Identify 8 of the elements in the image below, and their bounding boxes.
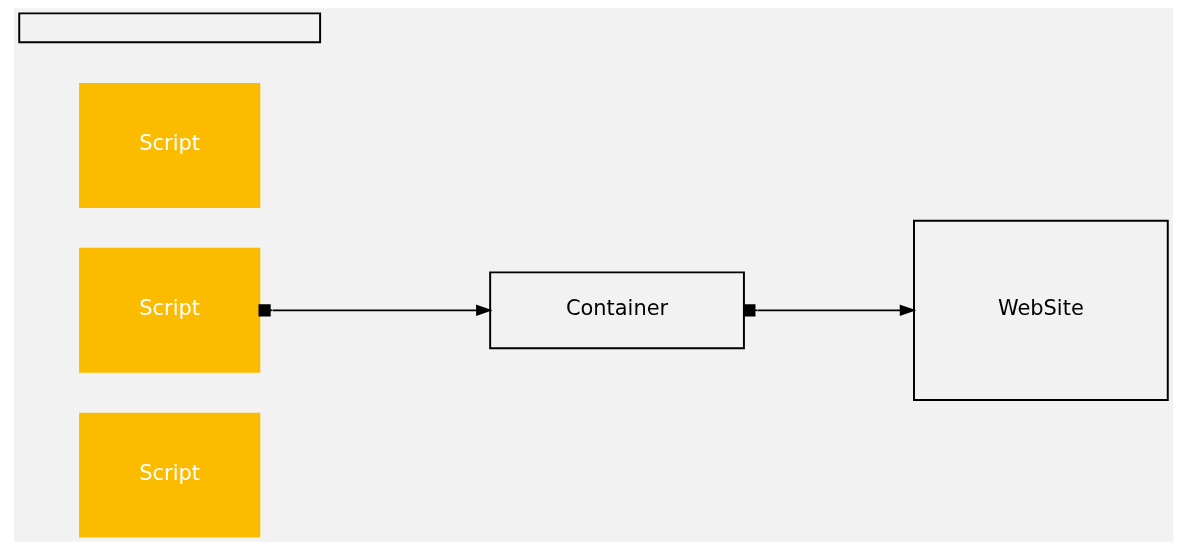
node-box: Script: [78, 412, 260, 538]
arrow: [258, 304, 493, 317]
node-box: Script: [78, 247, 260, 373]
node-box: WebSite: [912, 219, 1169, 401]
node-box: [17, 12, 321, 44]
arrow: [742, 304, 916, 317]
node-box: Container: [488, 271, 745, 350]
node-box: Script: [78, 83, 260, 208]
